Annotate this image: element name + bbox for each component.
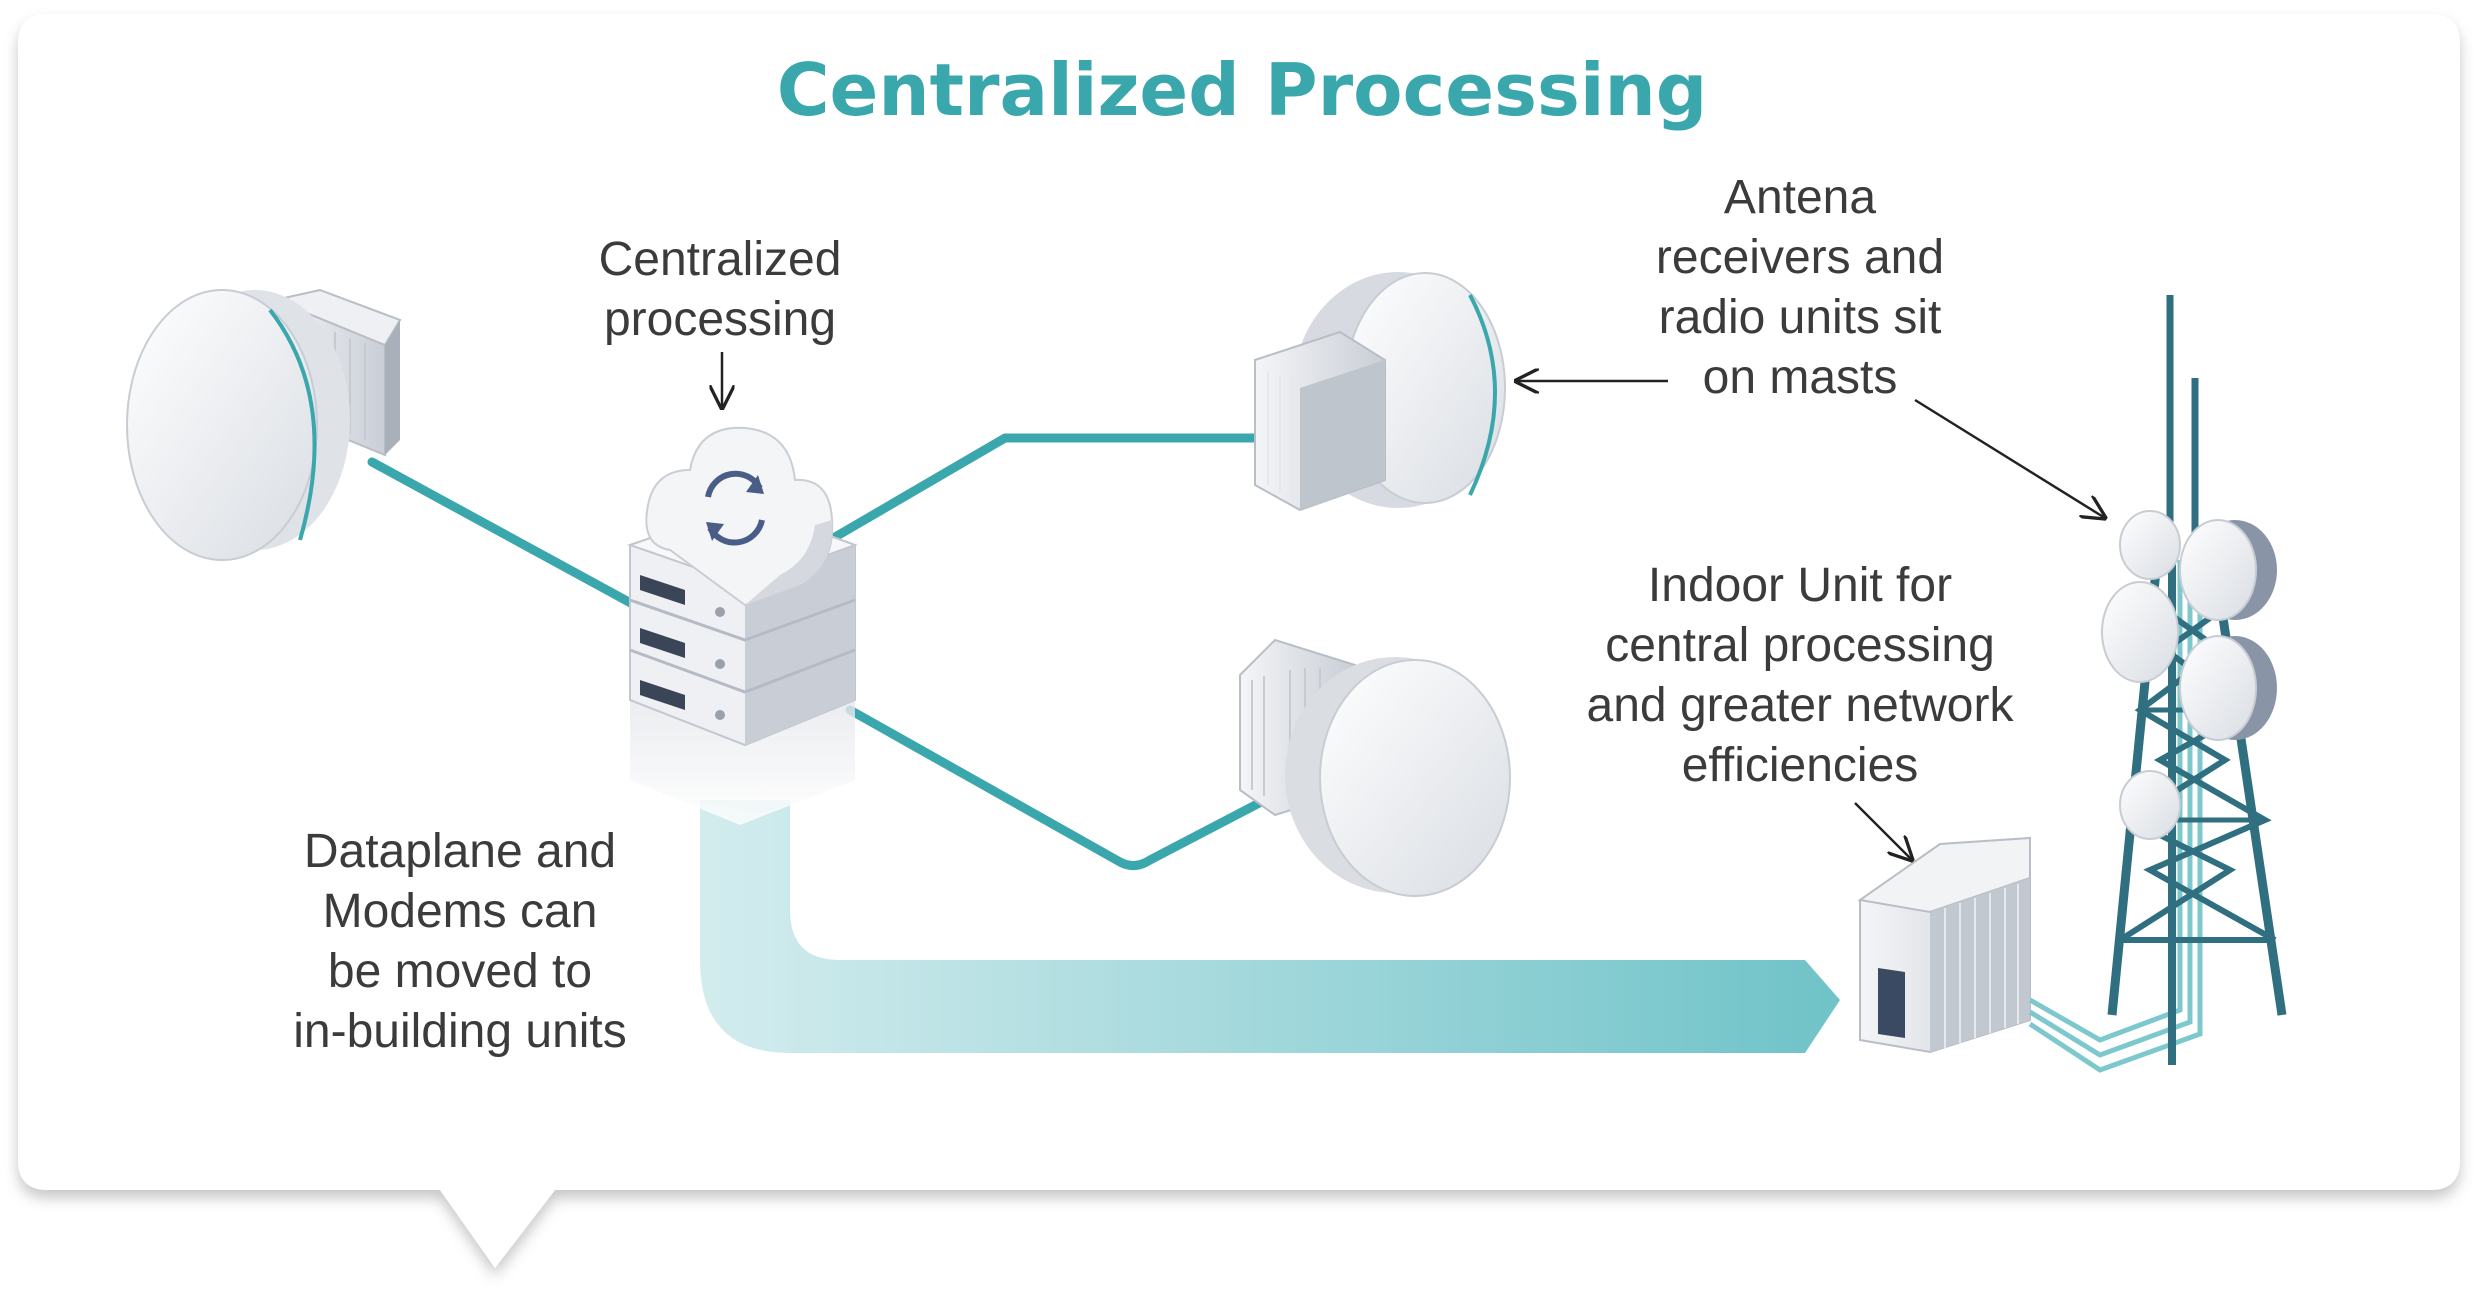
label-line: Antena xyxy=(1723,171,1877,224)
link-bottom-dish xyxy=(845,705,1270,870)
label-line: receivers and xyxy=(1655,231,1945,284)
label-line: processing xyxy=(603,293,837,346)
dish-antenna-icon xyxy=(126,288,402,561)
label-line: Dataplane and xyxy=(303,825,617,878)
arrow-indoor xyxy=(1854,802,1912,860)
label-line: on masts xyxy=(1702,351,1898,404)
link-left-dish xyxy=(367,457,645,613)
label-line: Centralized xyxy=(598,233,842,286)
dish-antenna-icon xyxy=(1254,272,1506,512)
label-centralized-processing: Centralized processing xyxy=(520,230,920,350)
page-title: Centralized Processing xyxy=(776,48,1708,132)
flow-arrow xyxy=(700,800,1840,1053)
label-indoor-unit: Indoor Unit for central processing and g… xyxy=(1500,556,2100,796)
label-dataplane: Dataplane and Modems can be moved to in-… xyxy=(210,822,710,1062)
label-line: in-building units xyxy=(293,1005,627,1058)
link-top-dish xyxy=(825,433,1260,545)
label-line: Modems can xyxy=(322,885,598,938)
arrow-antenna-tower xyxy=(1914,398,2105,518)
tower-dishes xyxy=(2101,510,2277,840)
label-line: be moved to xyxy=(327,945,593,998)
label-line: central processing xyxy=(1605,619,1995,672)
label-line: Indoor Unit for xyxy=(1647,559,1953,612)
label-line: and greater network xyxy=(1586,679,2014,732)
dish-antenna-icon xyxy=(1239,638,1511,897)
label-line: efficiencies xyxy=(1681,739,1919,792)
callout-panel xyxy=(18,14,2460,1268)
label-line: radio units sit xyxy=(1658,291,1942,344)
label-antenna: Antena receivers and radio units sit on … xyxy=(1580,168,2020,408)
network-links xyxy=(367,433,1270,870)
cloud-sync-icon xyxy=(645,426,834,607)
indoor-unit-icon xyxy=(1857,836,2031,1054)
pointer-arrows xyxy=(722,352,2105,860)
